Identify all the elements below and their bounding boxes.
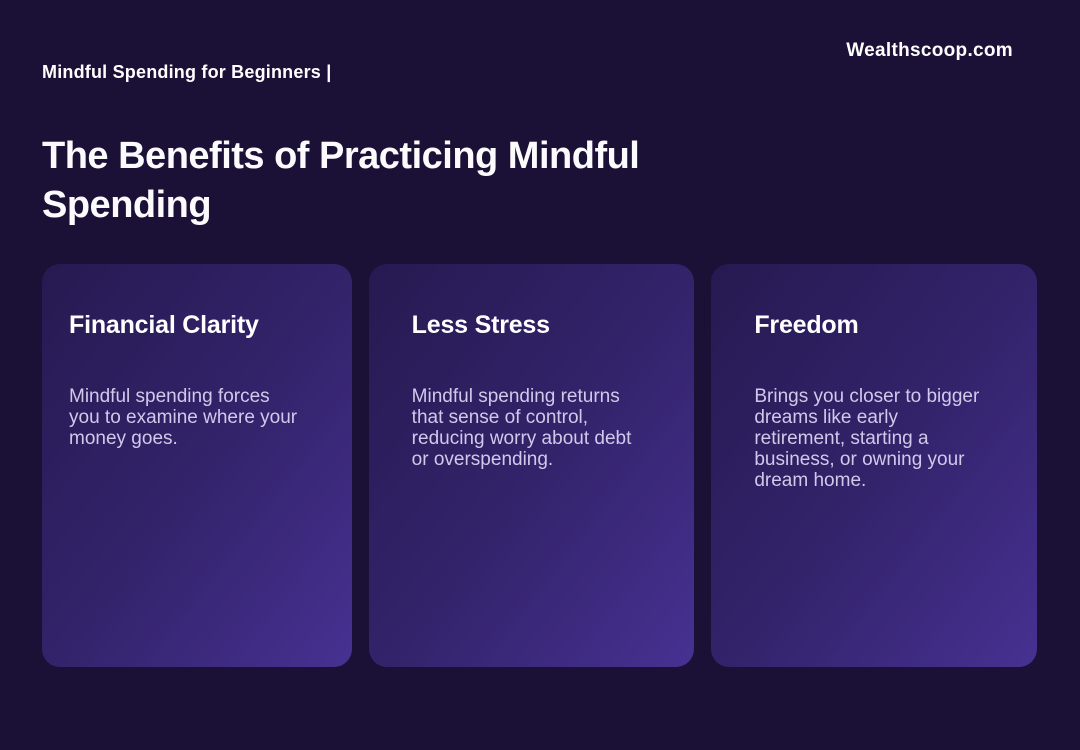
card-body-text: Brings you closer to bigger dreams like … <box>754 386 980 491</box>
card-body-text: Mindful spending returns that sense of c… <box>411 386 632 470</box>
card-heading: Less Stress <box>411 311 550 339</box>
benefit-cards-row: Financial Clarity Mindful spending force… <box>42 264 1038 667</box>
card-heading: Freedom <box>754 311 859 339</box>
benefit-card-financial-clarity: Financial Clarity Mindful spending force… <box>42 264 352 667</box>
benefit-card-less-stress: Less Stress Mindful spending returns tha… <box>368 264 695 667</box>
card-heading: Financial Clarity <box>69 311 259 339</box>
brand-wordmark: Wealthscoop.com <box>846 40 1013 61</box>
page-title: The Benefits of Practicing Mindful Spend… <box>42 135 640 226</box>
card-body-text: Mindful spending forces you to examine w… <box>69 386 298 449</box>
series-label: Mindful Spending for Beginners | <box>42 62 332 82</box>
benefit-card-freedom: Freedom Brings you closer to bigger drea… <box>711 264 1038 667</box>
